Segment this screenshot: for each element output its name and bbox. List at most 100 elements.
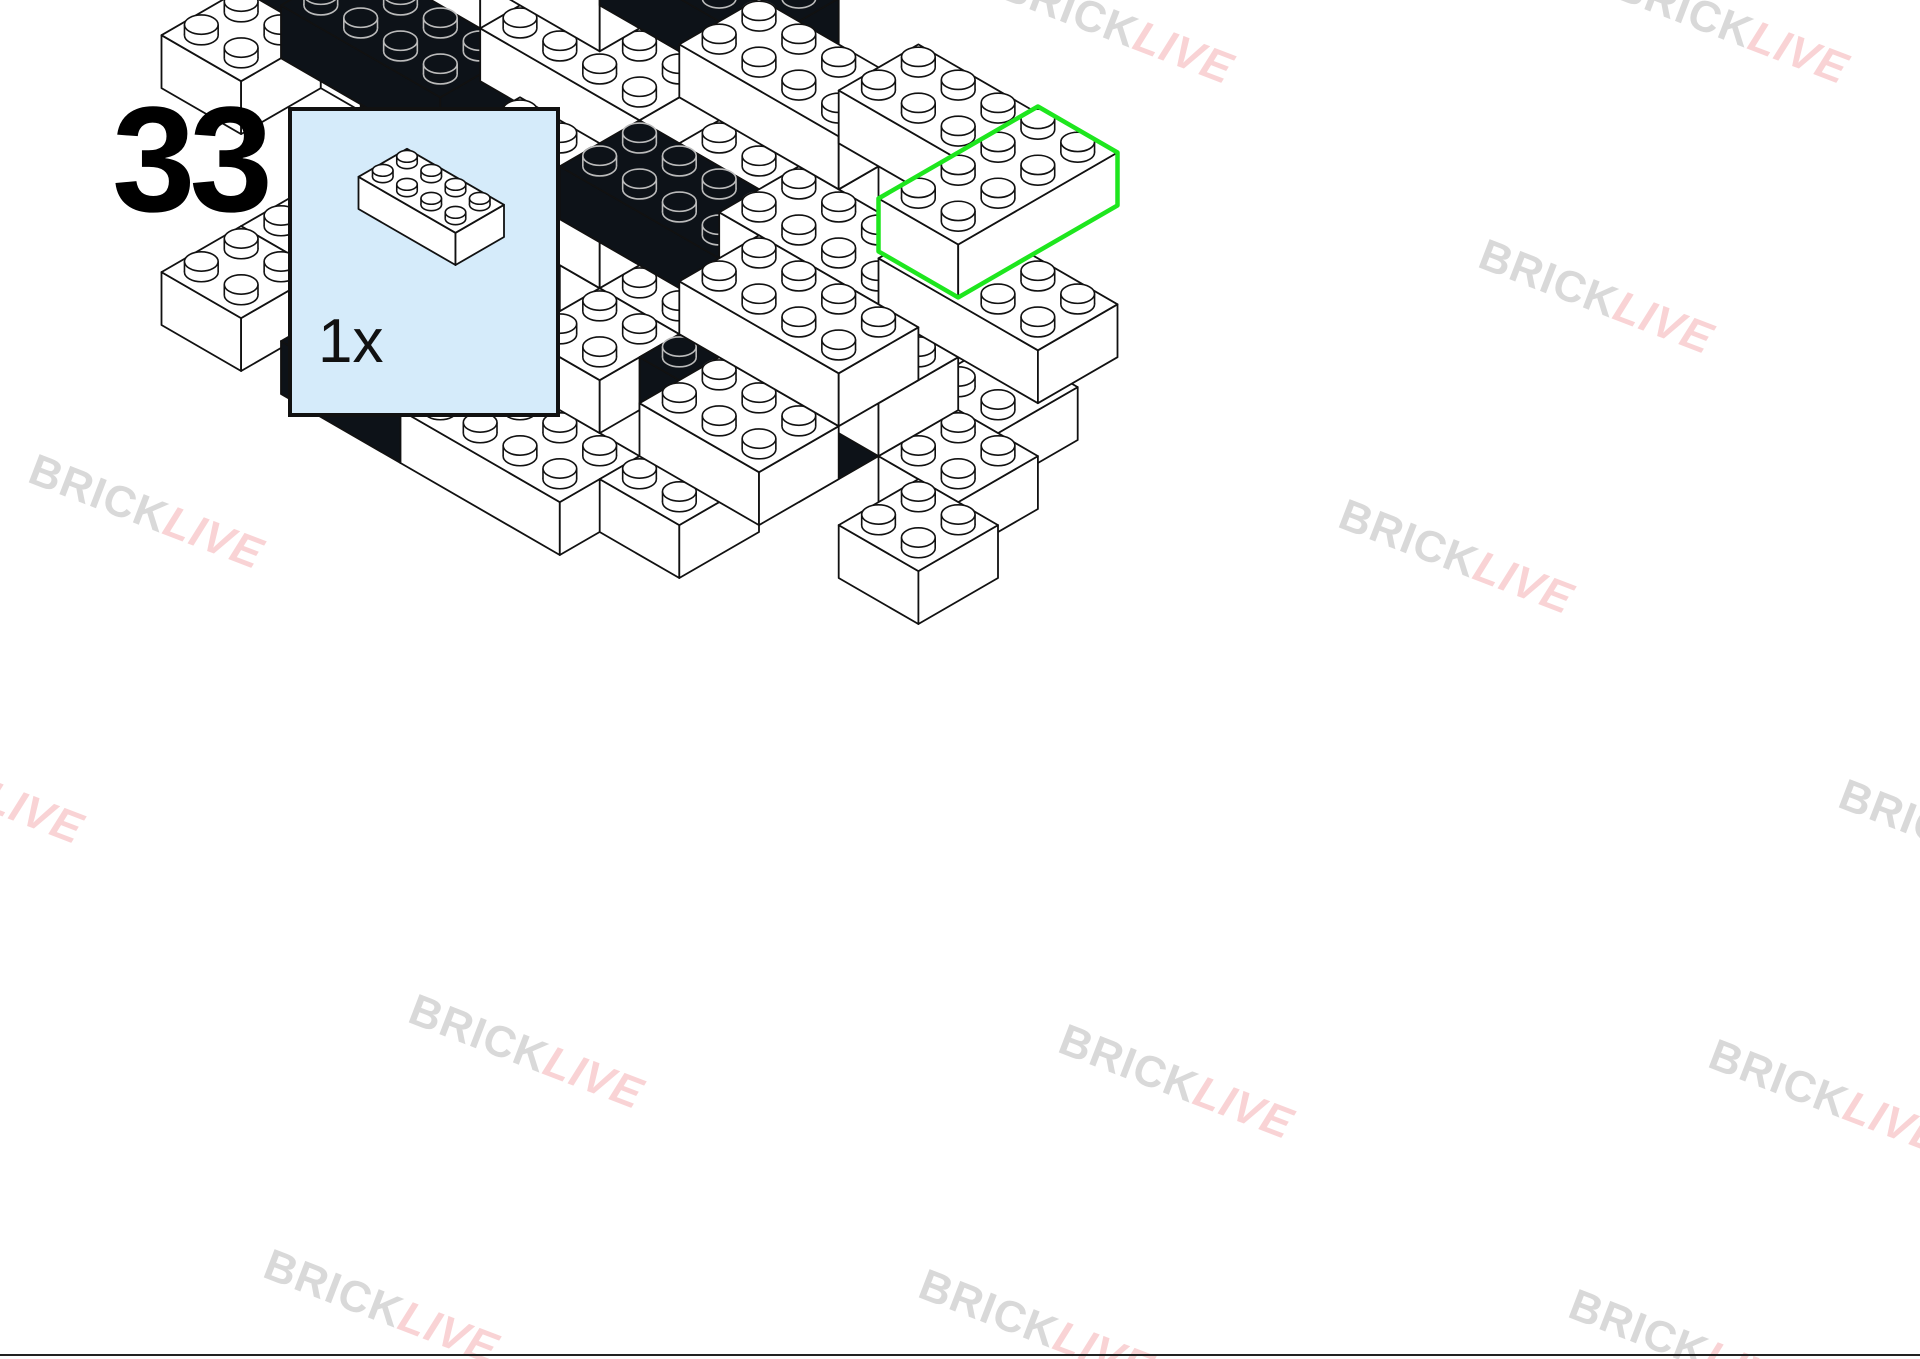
stud	[900, 92, 936, 124]
stud	[1060, 131, 1096, 163]
stud	[395, 149, 419, 170]
stud	[223, 0, 259, 23]
stud	[701, 122, 737, 154]
stud	[621, 122, 658, 154]
stud	[621, 313, 658, 345]
white-brick	[638, 356, 840, 526]
stud	[1020, 108, 1056, 140]
stud	[940, 115, 976, 147]
stud	[940, 69, 976, 101]
stud	[781, 405, 817, 437]
stud	[502, 435, 538, 467]
stud	[980, 435, 1016, 467]
stud	[420, 163, 443, 184]
stud	[444, 177, 467, 198]
stud	[940, 458, 976, 490]
stud	[422, 53, 458, 85]
step-number: 33	[112, 75, 273, 243]
part-brick-2x4	[357, 147, 505, 266]
stud	[900, 527, 936, 559]
stud	[980, 92, 1016, 124]
stud	[542, 30, 578, 62]
stud	[900, 435, 936, 467]
stud	[781, 306, 817, 338]
white-brick	[678, 234, 920, 428]
stud	[621, 76, 658, 108]
stud	[420, 191, 443, 212]
stud	[462, 412, 498, 444]
part-brick-2x4-icon	[357, 147, 505, 266]
stud	[661, 191, 697, 223]
stud	[781, 168, 817, 200]
stud	[621, 267, 658, 299]
new-brick-highlight	[876, 104, 1120, 300]
stud	[343, 7, 379, 39]
new-white-brick-2x4	[877, 105, 1119, 299]
stud	[741, 237, 777, 269]
part-quantity: 1x	[318, 307, 384, 376]
stud	[303, 0, 339, 16]
stud	[223, 228, 259, 260]
stud	[183, 251, 219, 283]
stud	[860, 69, 897, 101]
stud	[382, 0, 419, 16]
stud	[980, 283, 1016, 315]
stud	[621, 168, 658, 200]
stud	[860, 504, 897, 536]
stud	[860, 306, 897, 338]
stud	[781, 69, 817, 101]
stud	[701, 405, 737, 437]
stud	[1020, 260, 1056, 292]
stud	[661, 336, 697, 368]
stud	[741, 0, 777, 32]
stud	[444, 205, 467, 226]
stud	[502, 7, 538, 39]
stud	[371, 163, 394, 184]
stud	[661, 382, 697, 414]
stud	[582, 435, 618, 467]
stud	[582, 336, 618, 368]
stud	[701, 0, 737, 9]
stud	[741, 428, 777, 460]
stud	[821, 46, 857, 78]
stud	[940, 200, 976, 232]
stud	[701, 359, 737, 391]
stud	[701, 168, 737, 200]
stud	[940, 504, 976, 536]
stud	[1060, 283, 1096, 315]
stud	[542, 458, 578, 490]
stud	[223, 37, 259, 69]
stud	[741, 191, 777, 223]
stud	[980, 389, 1016, 421]
stud	[940, 412, 976, 444]
stud	[661, 145, 697, 177]
stud	[582, 290, 618, 322]
stud	[582, 145, 618, 177]
parts-callout: 1x	[288, 107, 560, 417]
stud	[980, 177, 1016, 209]
stud	[980, 131, 1016, 163]
stud	[781, 260, 817, 292]
stud	[821, 237, 857, 269]
stud	[621, 458, 658, 490]
stud	[701, 23, 737, 55]
stud	[468, 191, 491, 212]
stud	[582, 53, 618, 85]
stud	[900, 481, 936, 513]
stud	[422, 7, 458, 39]
stud	[741, 46, 777, 78]
stud	[741, 283, 777, 315]
highlight-outline	[876, 104, 1120, 300]
stud	[741, 382, 777, 414]
stud	[900, 46, 936, 78]
stud	[1020, 154, 1056, 186]
stud	[821, 329, 857, 361]
stud	[701, 260, 737, 292]
stud	[821, 283, 857, 315]
page-divider	[0, 1354, 1920, 1356]
stud	[821, 191, 857, 223]
stud	[223, 274, 259, 306]
stud	[542, 412, 578, 444]
stud	[382, 30, 419, 62]
stud	[661, 481, 697, 513]
